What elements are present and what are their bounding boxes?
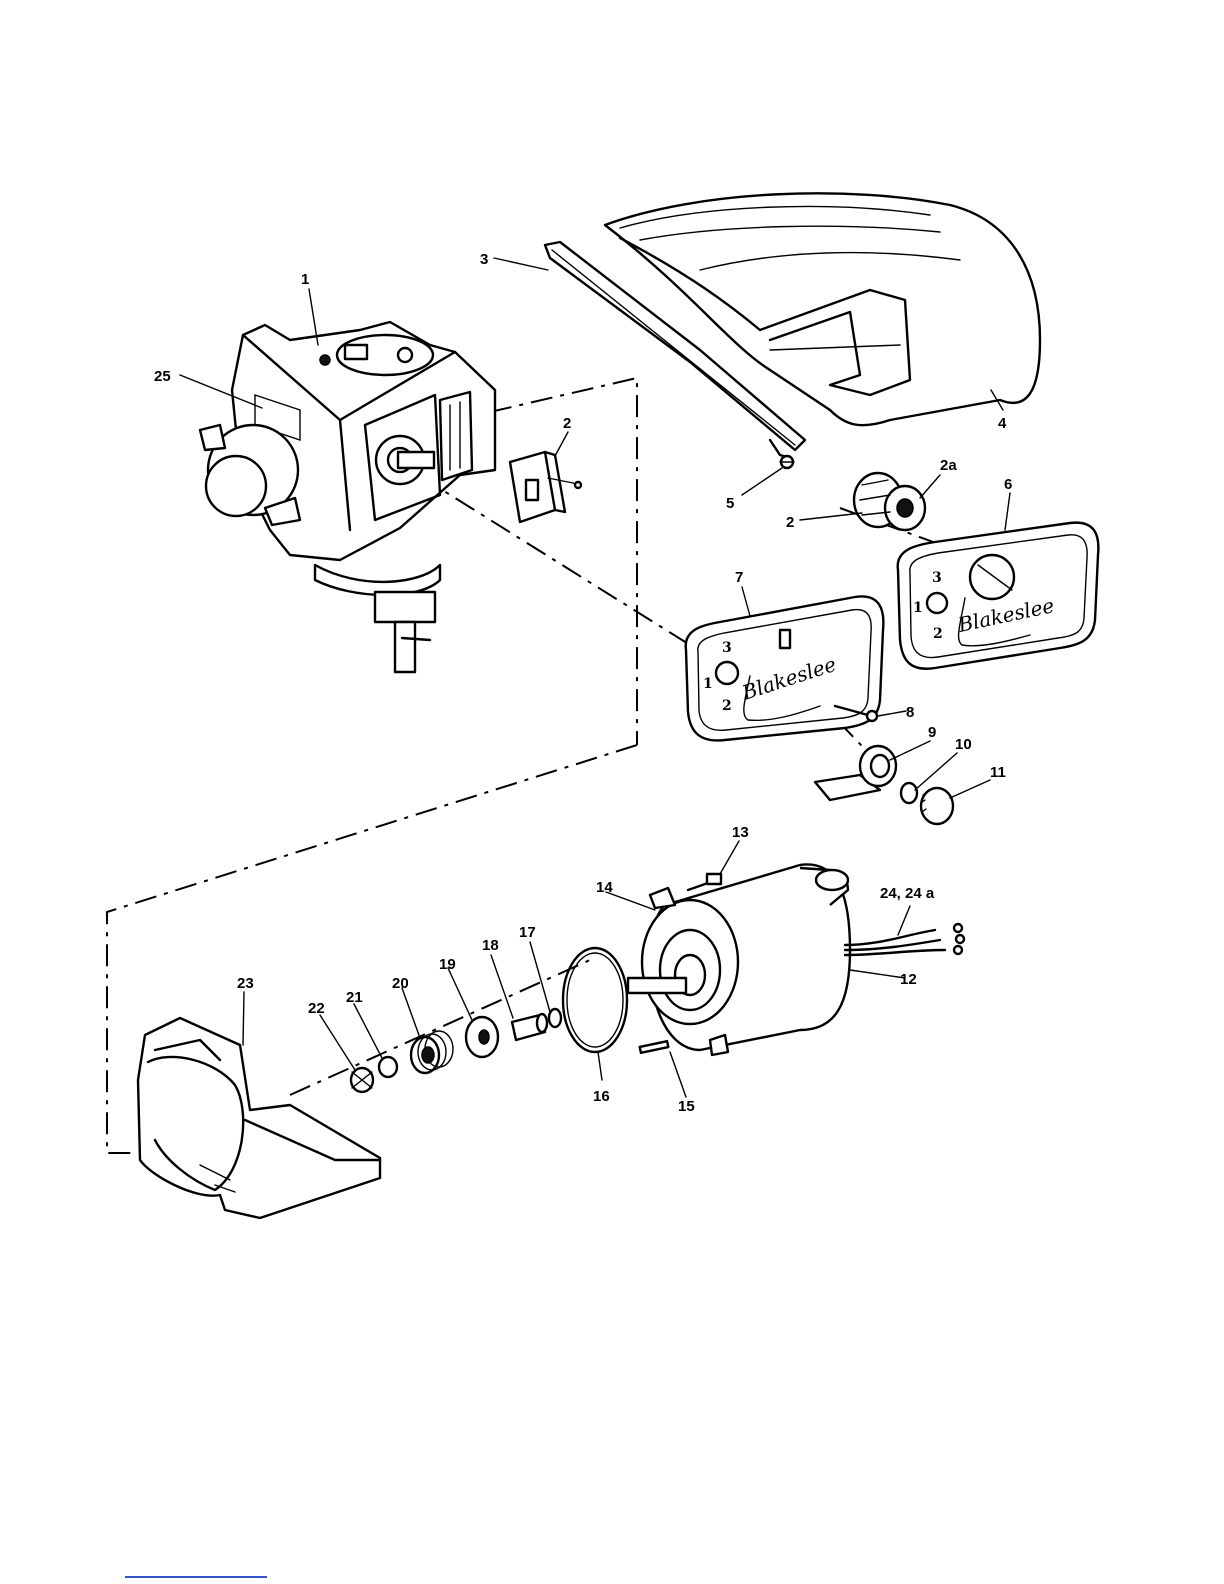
sleeve (512, 1014, 547, 1040)
nut-21 (379, 1057, 397, 1077)
main-head-assembly (200, 322, 495, 672)
callout-8: 8 (906, 704, 914, 721)
callout-12: 12 (900, 971, 917, 988)
callout-23: 23 (237, 975, 254, 992)
callout-2a: 2a (940, 457, 957, 474)
callout-18: 18 (482, 937, 499, 954)
lever (815, 746, 896, 800)
callout-2-head: 2 (563, 415, 571, 432)
footer-underline (125, 1576, 267, 1578)
callout-16: 16 (593, 1088, 610, 1105)
hood-cover (605, 193, 1040, 425)
retaining-ring (901, 783, 917, 803)
callout-5: 5 (726, 495, 734, 512)
small-panel-num-3: 3 (722, 640, 732, 656)
callout-11: 11 (990, 764, 1006, 781)
callout-19: 19 (439, 956, 456, 973)
callout-3: 3 (480, 251, 488, 268)
bolt (688, 874, 721, 890)
cap (921, 788, 953, 824)
small-panel-num-1: 1 (703, 676, 713, 692)
callout-21: 21 (346, 989, 363, 1006)
callout-7: 7 (735, 569, 743, 586)
bearing (466, 1017, 498, 1057)
callout-25: 25 (154, 368, 171, 385)
callout-20: 20 (392, 975, 409, 992)
callout-15: 15 (678, 1098, 695, 1115)
callout-1: 1 (301, 271, 309, 288)
callout-22: 22 (308, 1000, 325, 1017)
switch-box (510, 452, 581, 522)
key (640, 1041, 669, 1053)
callout-2-knob: 2 (786, 514, 794, 531)
callout-24: 24, 24 a (880, 885, 935, 902)
impeller (351, 1068, 373, 1092)
callout-13: 13 (732, 824, 749, 841)
callout-4: 4 (998, 415, 1007, 432)
callout-10: 10 (955, 736, 972, 753)
small-panel-num-2: 2 (722, 698, 732, 714)
screw-5 (780, 456, 794, 468)
callout-17: 17 (519, 924, 536, 941)
callout-14: 14 (596, 879, 613, 896)
callout-9: 9 (928, 724, 936, 741)
large-panel-num-3: 3 (932, 570, 942, 586)
knob-assembly (854, 473, 925, 530)
o-ring (563, 948, 627, 1052)
large-panel-num-1: 1 (913, 600, 923, 616)
bracket-housing (138, 1018, 380, 1218)
nameplate-large (898, 523, 1099, 669)
washer (549, 1009, 561, 1027)
large-panel-num-2: 2 (933, 626, 943, 642)
callout-6: 6 (1004, 476, 1012, 493)
